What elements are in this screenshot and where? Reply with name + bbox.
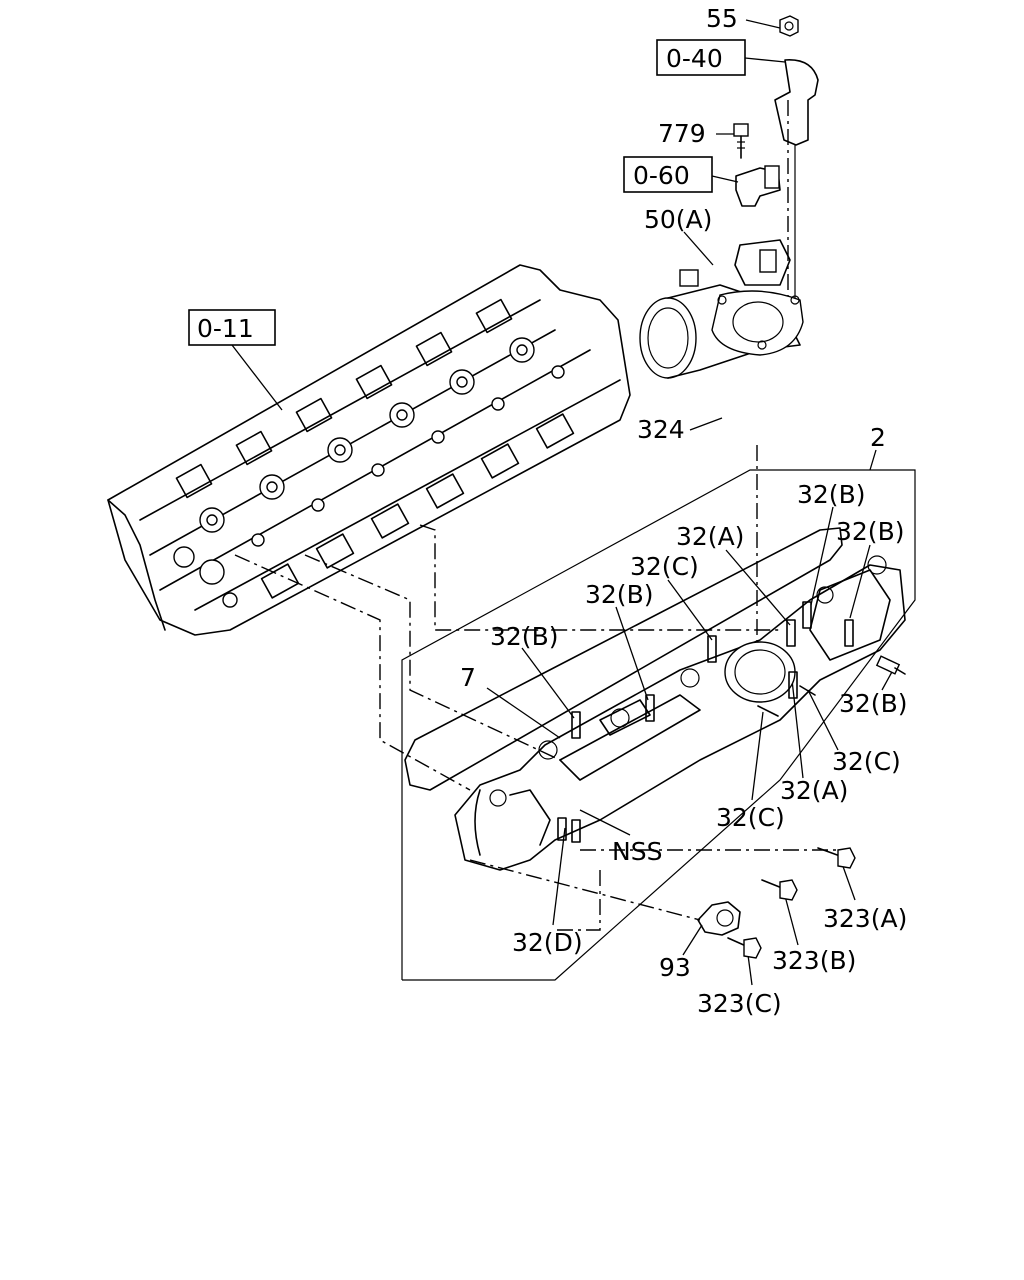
manifold-body: [454, 555, 906, 871]
label-nss: NSS: [612, 837, 662, 866]
label-32b-3: 32(B): [585, 580, 653, 609]
callout-labels: 55 779 50(A) 324 2 32(B) 32(A) 32(B) 32(…: [460, 4, 907, 1018]
bolt-323c: [727, 937, 762, 959]
studs: [557, 601, 854, 843]
ref-0-40-label: 0-40: [666, 44, 723, 73]
leader-lines: [231, 19, 894, 986]
bolt-323a: [817, 847, 856, 869]
ref-box-0-11[interactable]: 0-11: [188, 309, 276, 346]
label-32b-4: 32(B): [490, 622, 558, 651]
label-323a: 323(A): [823, 904, 907, 933]
bracket: [774, 59, 819, 300]
label-779: 779: [658, 119, 706, 148]
bolts-32c: [757, 655, 906, 717]
label-32b-2: 32(B): [836, 517, 904, 546]
ref-box-0-40[interactable]: 0-40: [656, 39, 746, 76]
gasket-324: [711, 290, 804, 356]
label-32c-1: 32(C): [630, 552, 699, 581]
label-32b-1: 32(B): [797, 480, 865, 509]
label-32b-5: 32(B): [839, 689, 907, 718]
ref-0-60-label: 0-60: [633, 161, 690, 190]
label-32a-1: 32(A): [676, 522, 744, 551]
label-2: 2: [870, 423, 886, 452]
label-32c-2: 32(C): [832, 747, 901, 776]
label-93: 93: [659, 953, 691, 982]
cylinder-head: [107, 264, 631, 636]
label-323c: 323(C): [697, 989, 782, 1018]
assembly-boundary: [401, 469, 916, 981]
label-32a-2: 32(A): [780, 776, 848, 805]
bolt-779: [733, 123, 749, 159]
clamp-93: [697, 901, 741, 936]
manifold-gasket-7: [404, 527, 843, 791]
label-323b: 323(B): [772, 946, 856, 975]
nut-55: [779, 15, 799, 37]
label-50a: 50(A): [644, 205, 712, 234]
label-7: 7: [460, 663, 476, 692]
ref-box-0-60[interactable]: 0-60: [623, 156, 713, 193]
ref-0-11-label: 0-11: [197, 314, 254, 343]
label-32d: 32(D): [512, 928, 583, 957]
sensor: [735, 165, 781, 207]
label-324: 324: [637, 415, 685, 444]
label-55: 55: [706, 4, 738, 33]
bolt-323b: [761, 879, 798, 901]
